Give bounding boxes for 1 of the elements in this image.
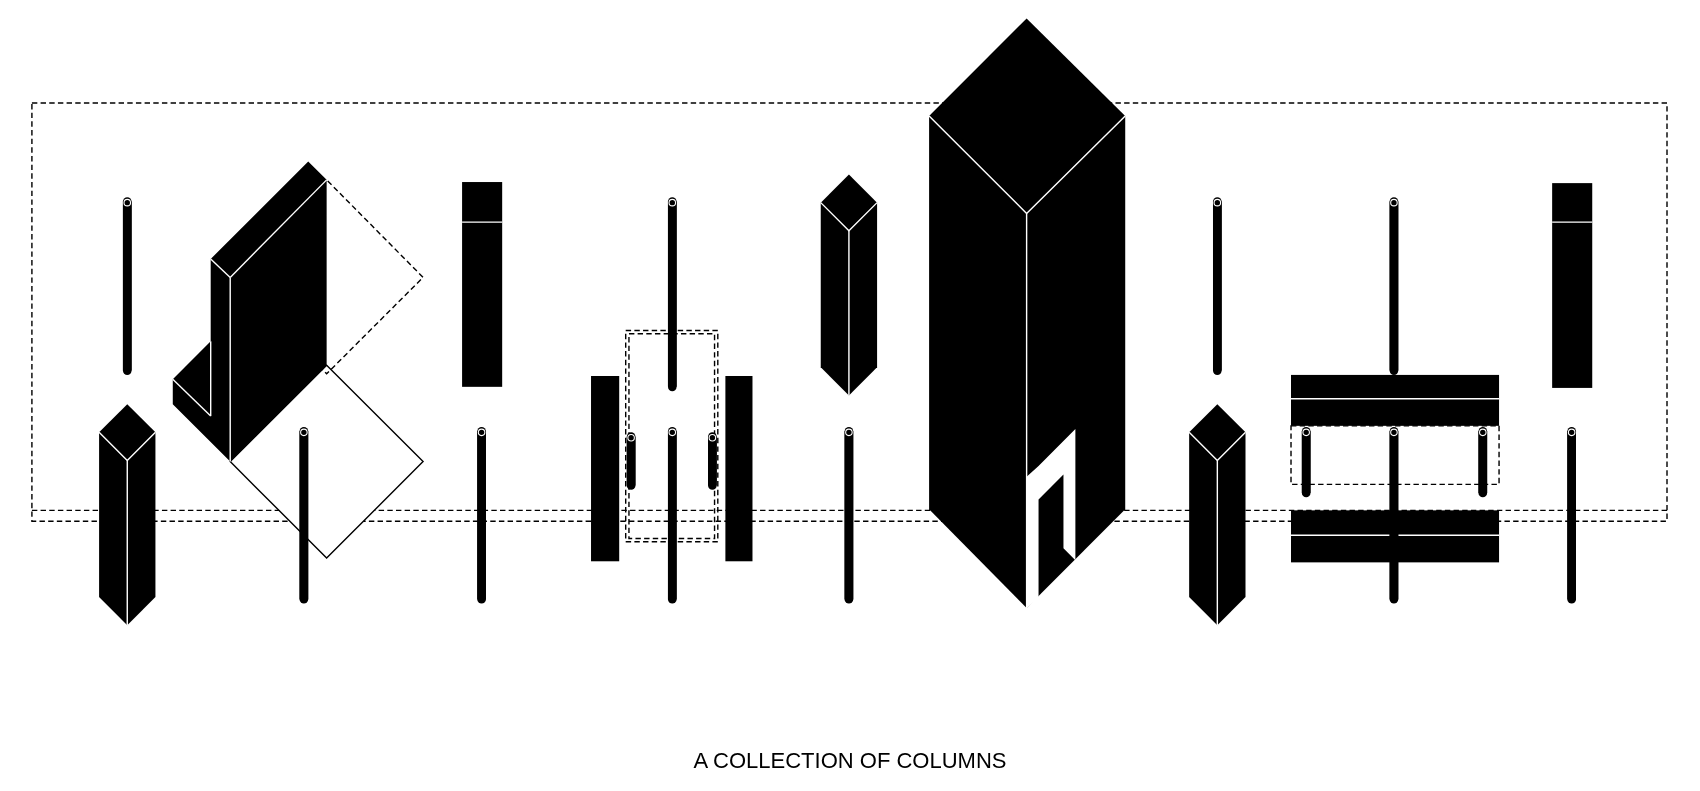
caption: A COLLECTION OF COLUMNS (693, 748, 1007, 774)
